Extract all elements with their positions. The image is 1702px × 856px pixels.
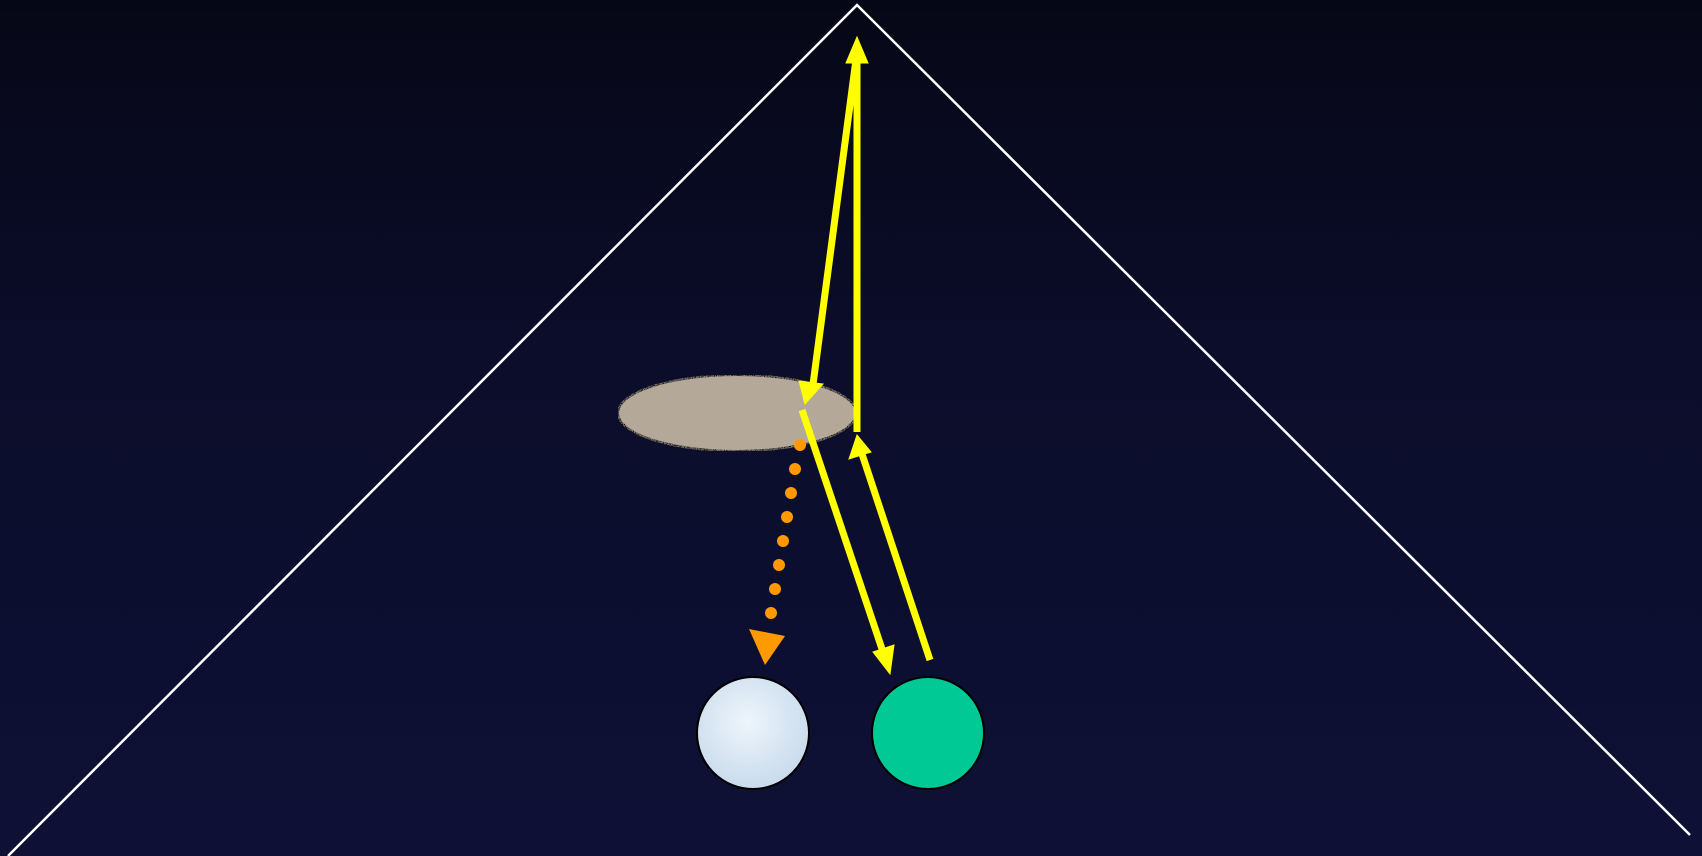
orange-dot	[789, 463, 801, 475]
orange-dot	[769, 583, 781, 595]
orange-dot	[777, 535, 789, 547]
arrowhead-disk	[798, 380, 825, 406]
apex-to-disk-arrow	[808, 51, 861, 393]
green-ball	[871, 676, 985, 790]
orange-dot	[773, 559, 785, 571]
arrowhead-disk-right	[848, 433, 872, 460]
triangle-outline	[7, 3, 1691, 856]
orange-dot	[765, 607, 777, 619]
arrowhead-green	[872, 644, 895, 676]
pale-blue-ball	[696, 676, 810, 790]
orange-dot	[785, 487, 797, 499]
arrowhead-apex	[845, 35, 869, 64]
orange-dot	[794, 439, 806, 451]
orange-arrowhead	[749, 629, 785, 665]
orange-dot	[781, 511, 793, 523]
disk-to-green-arrow	[798, 408, 887, 654]
green-to-disk-arrow	[858, 452, 934, 662]
yellow-arrows	[798, 35, 934, 676]
orange-dotted-arrow	[749, 439, 806, 665]
